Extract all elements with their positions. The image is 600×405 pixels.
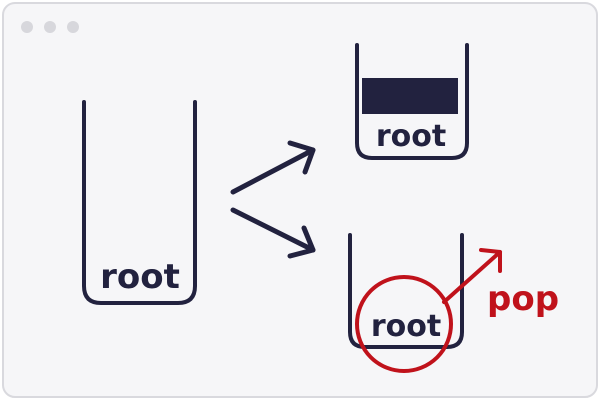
window-control-dot[interactable] — [44, 21, 56, 33]
circle-highlight-icon — [355, 275, 453, 373]
arrow-icon — [230, 207, 316, 259]
pop-label: pop — [487, 279, 559, 319]
stack-initial: root — [82, 100, 197, 305]
stack-push-result: root — [355, 43, 469, 160]
stack-container — [348, 233, 464, 349]
arrow-up-right-icon — [442, 248, 502, 304]
stack-label-root: root — [376, 119, 446, 154]
stack-container — [355, 43, 469, 160]
window-control-dot[interactable] — [21, 21, 33, 33]
window-control-dot[interactable] — [67, 21, 79, 33]
arrow-icon — [230, 140, 316, 195]
stack-label-root: root — [100, 257, 180, 297]
stack-label-root: root — [371, 309, 441, 344]
stack-pop-result: root — [348, 233, 464, 349]
pushed-item-block — [362, 78, 458, 114]
stack-container — [82, 100, 197, 305]
window-background — [2, 2, 598, 398]
